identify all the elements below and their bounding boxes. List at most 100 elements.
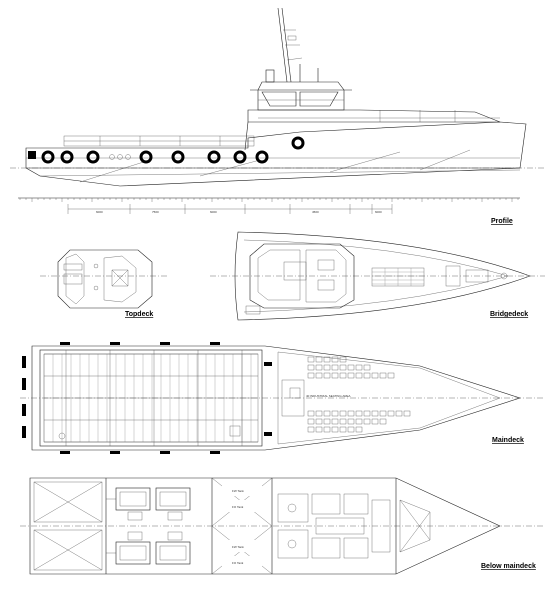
seat (339, 426, 347, 433)
seat (315, 356, 323, 363)
fender (86, 150, 100, 164)
seat (323, 410, 331, 417)
seat (347, 418, 355, 425)
dim-4: 4500 (312, 210, 319, 214)
room-label: FW Tank (232, 489, 244, 493)
room-label: FW Tank (232, 545, 244, 549)
seat (363, 372, 371, 379)
topdeck-view: Topdeck (40, 249, 168, 318)
fender (233, 150, 247, 164)
seat (315, 418, 323, 425)
seat (403, 410, 411, 417)
seat (307, 364, 315, 371)
maindeck-view: 40 INDUSTRIAL SEATING AREA Maindeck (20, 342, 545, 454)
fender (255, 150, 269, 164)
seat (339, 410, 347, 417)
seat (355, 372, 363, 379)
topdeck-label: Topdeck (125, 311, 153, 318)
bridgedeck-label: Bridgedeck (490, 311, 528, 318)
cargo-deck (39, 349, 263, 447)
profile-label: Profile (491, 218, 513, 225)
seat (331, 418, 339, 425)
seat (331, 372, 339, 379)
fender (291, 136, 305, 150)
dim-1: 6000 (96, 210, 103, 214)
seat (355, 426, 363, 433)
profile-hull (10, 121, 545, 187)
seat (323, 364, 331, 371)
seat (371, 372, 379, 379)
cargo-deck-grid (43, 350, 258, 446)
maindeck-fenders (22, 342, 272, 454)
seat (315, 372, 323, 379)
seat (307, 418, 315, 425)
aft-deck-rail (63, 135, 255, 147)
seat (355, 410, 363, 417)
accommodation (277, 493, 391, 559)
seat (307, 410, 315, 417)
maindeck-label: Maindeck (492, 437, 524, 444)
seat (347, 410, 355, 417)
seat (307, 372, 315, 379)
profile-view: 6000 7500 6000 4500 6000 Profile (10, 7, 545, 225)
seat (387, 410, 395, 417)
fender (171, 150, 185, 164)
seat (363, 418, 371, 425)
fender-row (41, 136, 305, 164)
seat (347, 364, 355, 371)
room-label: FO Tank (232, 505, 244, 509)
seat (339, 372, 347, 379)
seat (331, 364, 339, 371)
seat (371, 410, 379, 417)
below-maindeck-label: Below maindeck (481, 563, 536, 570)
seat (339, 364, 347, 371)
bridgedeck-view: Bridgedeck (210, 231, 545, 321)
seat (363, 364, 371, 371)
bridgedeck-grid (371, 267, 425, 287)
seat (323, 418, 331, 425)
dim-3: 6000 (210, 210, 217, 214)
seat (331, 356, 339, 363)
seat (315, 410, 323, 417)
mast (265, 7, 319, 83)
seat (371, 418, 379, 425)
seat (339, 356, 347, 363)
seat (323, 372, 331, 379)
below-maindeck-view: FW Tank FO Tank FW Tank FO Tank (20, 477, 545, 575)
seat (331, 426, 339, 433)
engine-room (106, 487, 191, 565)
seat (387, 372, 395, 379)
seat (379, 372, 387, 379)
seating-note: 40 INDUSTRIAL SEATING AREA (306, 394, 351, 398)
seat (379, 418, 387, 425)
room-label: FO Tank (232, 561, 244, 565)
dim-2: 7500 (152, 210, 159, 214)
fender (139, 150, 153, 164)
seat (347, 426, 355, 433)
dim-5: 6000 (375, 210, 382, 214)
wheelhouse (250, 81, 352, 111)
passenger-seating: 40 INDUSTRIAL SEATING AREA (277, 351, 501, 445)
profile-baseline: 6000 7500 6000 4500 6000 (18, 197, 520, 214)
seat (363, 410, 371, 417)
seat (331, 410, 339, 417)
seat (323, 356, 331, 363)
bridge-block (244, 109, 501, 151)
fender (41, 150, 55, 164)
seat (323, 426, 331, 433)
seat (395, 410, 403, 417)
fender (60, 150, 74, 164)
seat (355, 418, 363, 425)
fender (207, 150, 221, 164)
seat-rows (307, 356, 411, 433)
seat (347, 372, 355, 379)
seat (339, 418, 347, 425)
aft-compartments: FW Tank FO Tank FW Tank FO Tank (33, 477, 273, 575)
seat (355, 364, 363, 371)
seat (307, 426, 315, 433)
seat (307, 356, 315, 363)
seat (379, 410, 387, 417)
seat (315, 364, 323, 371)
seat (315, 426, 323, 433)
